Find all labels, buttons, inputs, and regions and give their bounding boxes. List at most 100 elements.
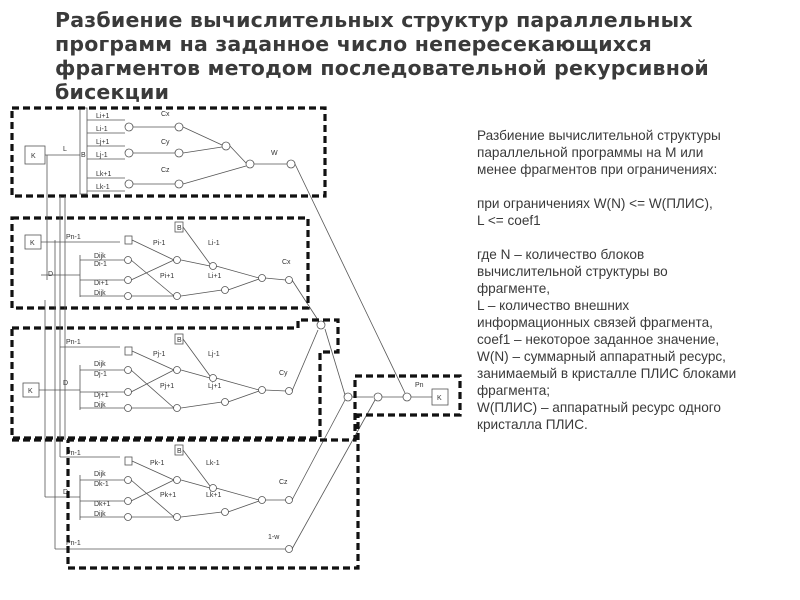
output-k-block: [431, 388, 449, 406]
x-node: [173, 256, 181, 264]
desc-line: информационных связей фрагмента,: [477, 315, 713, 330]
y-input-label: Dj+1: [94, 392, 109, 399]
y-b-small: [124, 346, 133, 356]
output-k-label: K: [437, 395, 442, 402]
z-node: [209, 484, 217, 492]
desc-line: L – количество внешних: [477, 298, 630, 313]
top-b-label: B: [81, 152, 86, 159]
top-coeff-label: Cx: [161, 111, 170, 118]
title-line: Разбиение вычислительных структур паралл…: [55, 8, 693, 32]
title-line: бисекции: [55, 80, 170, 104]
desc-line: при ограничениях W(N) <= W(ПЛИС),: [477, 196, 713, 211]
desc-line: занимаемый в кристалле ПЛИС блоками: [477, 366, 737, 381]
top-mult-node: [174, 148, 184, 158]
x-node: [285, 276, 293, 284]
z-node: [173, 513, 181, 521]
top-input-label: Li-1: [96, 126, 108, 133]
z-input-label: Dk-1: [94, 481, 109, 488]
y-node: [124, 366, 132, 374]
top-mult-node: [174, 122, 184, 132]
z-b-label: B: [177, 448, 182, 455]
x-d-label: D: [48, 271, 53, 278]
x-p-label: Pi+1: [160, 273, 174, 280]
x-b-small: [124, 235, 133, 245]
partition-y: [10, 318, 340, 440]
partition-z: [12, 374, 462, 570]
bottom-mult-node: [285, 545, 293, 553]
desc-line: L <= coef1: [477, 213, 541, 228]
y-node: [124, 404, 132, 412]
y-d-label: D: [63, 380, 68, 387]
y-node: [209, 374, 217, 382]
z-d-label: D: [63, 489, 68, 496]
top-coeff-label: Cy: [161, 139, 170, 146]
z-c-label: Cz: [279, 479, 288, 486]
top-w-label: W: [271, 150, 278, 157]
block-z: Pn-1 D B Dijk Dk-1 Dk+1 Dijk Pk-1 Pk+1 L…: [45, 444, 293, 553]
y-node: [124, 388, 132, 396]
top-sum-node: [124, 122, 134, 132]
x-node: [258, 274, 266, 282]
top-add-node: [221, 141, 231, 151]
desc-line: Разбиение вычислительной структуры: [477, 128, 721, 143]
top-sum-node: [124, 148, 134, 158]
top-sum-node: [124, 179, 134, 189]
y-p-label: Pj-1: [153, 351, 166, 358]
top-input-labels: Li+1 Li-1 Lj+1 Lj-1 Lk+1 Lk-1: [96, 113, 111, 191]
y-l-label: Lj-1: [208, 351, 220, 358]
x-node: [124, 292, 132, 300]
collector-mult-node: [373, 392, 383, 402]
z-p-label: Pk+1: [160, 492, 176, 499]
x-input-label: Dijk: [94, 253, 106, 260]
z-pn-label: Pn-1: [66, 450, 81, 457]
x-node: [124, 256, 132, 264]
top-input-label: Lj+1: [96, 139, 110, 146]
z-node: [124, 476, 132, 484]
slide-title: Разбиение вычислительных структур паралл…: [55, 8, 775, 104]
x-input-label: Di+1: [94, 280, 109, 287]
title-line: программ на заданное число непересекающи…: [55, 32, 652, 56]
top-input-label: Lk+1: [96, 171, 111, 178]
top-region: K L B Li+1 Li-1 Lj+1 Lj-1 Lk+1 Lk-1 Cx C…: [10, 106, 327, 198]
top-l-label: L: [63, 146, 67, 153]
z-node: [258, 496, 266, 504]
z-input-label: Dk+1: [94, 501, 111, 508]
desc-line: coef1 – некоторое заданное значение,: [477, 332, 720, 347]
y-c-label: Cy: [279, 370, 288, 377]
title-line: фрагментов методом последовательной реку…: [55, 56, 709, 80]
z-l-label: Lk-1: [206, 460, 220, 467]
y-node: [221, 398, 229, 406]
y-node: [173, 366, 181, 374]
z-node: [124, 497, 132, 505]
desc-line: W(ПЛИС) – аппаратный ресурс одного: [477, 400, 721, 415]
desc-line: менее фрагментов при ограничениях:: [477, 162, 718, 177]
desc-line: кристалла ПЛИС.: [477, 417, 588, 432]
top-b-bus: [79, 107, 88, 195]
y-l-label: Lj+1: [208, 383, 222, 390]
bottom-w-label: 1-w: [268, 534, 280, 541]
x-input-label: Di-1: [94, 261, 107, 268]
output-pn-label: Pn: [415, 382, 424, 389]
partition-top: [10, 106, 327, 198]
collector-add-node: [402, 392, 412, 402]
x-k-label: K: [30, 240, 35, 247]
z-input-label: Dijk: [94, 471, 106, 478]
top-input-label: Lk-1: [96, 184, 110, 191]
z-p-label: Pk-1: [150, 460, 165, 467]
z-node: [285, 496, 293, 504]
desc-line: вычислительной структуры во: [477, 264, 668, 279]
y-node: [285, 387, 293, 395]
collector-chain: Pn K: [44, 155, 449, 550]
z-b-small: [124, 456, 133, 466]
z-node: [221, 508, 229, 516]
y-p-label: Pj+1: [160, 383, 174, 390]
x-p-label: Pi-1: [153, 240, 166, 247]
block-x: K Pn-1 D B Dijk Di-1 Di+1 Dijk Pi-1 Pi+1…: [10, 216, 319, 321]
description-panel: Разбиение вычислительной структуры парал…: [477, 127, 787, 433]
desc-line: фрагмента;: [477, 383, 551, 398]
desc-line: W(N) – суммарный аппаратный ресурс,: [477, 349, 726, 364]
desc-line: где N – количество блоков: [477, 247, 645, 262]
top-input-label: Li+1: [96, 113, 110, 120]
y-input-label: Dijk: [94, 361, 106, 368]
